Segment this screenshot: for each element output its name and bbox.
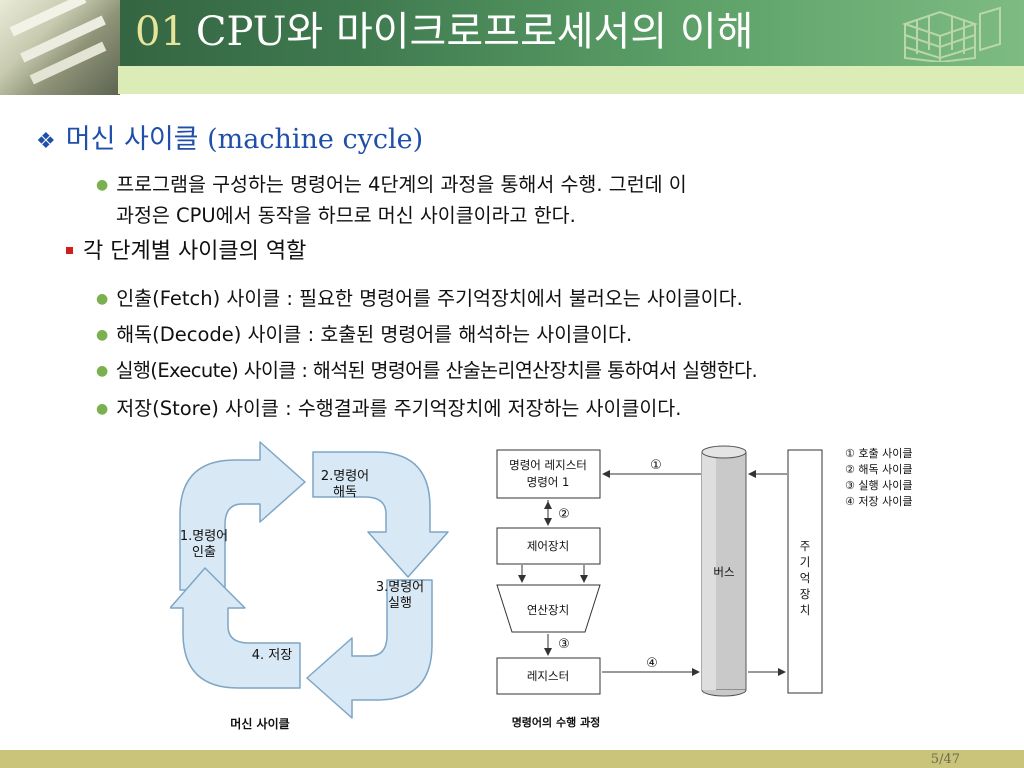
alu-box	[496, 584, 601, 633]
cycle-arrow-fetch	[179, 441, 306, 591]
role-decode: 해독(Decode) 사이클 : 호출된 명령어를 해석하는 사이클이다.	[116, 323, 633, 346]
intro-line-2: 과정은 CPU에서 동작을 하므로 머신 사이클이라고 한다.	[116, 204, 576, 227]
bullet-dot-icon: ●	[96, 291, 109, 307]
red-square-bullet-icon	[66, 247, 73, 254]
cycle-step-2-bottom: 해독	[333, 485, 357, 500]
header-sub-band	[118, 66, 1024, 94]
cycle-arrow-decode	[312, 451, 449, 578]
section-title-ko: 머신 사이클	[65, 124, 199, 155]
register-box	[496, 657, 601, 695]
legend-item-2: ② 해독 사이클	[845, 462, 912, 476]
bullet-dot-icon: ●	[96, 401, 109, 417]
footer-bar	[0, 750, 1024, 768]
bullet-dot-icon: ●	[96, 327, 109, 343]
marker-4: ④	[646, 656, 658, 671]
list-item: ● 실행(Execute) 사이클 : 해석된 명령어를 산술논리연산장치를 통하…	[96, 354, 758, 383]
control-unit-box	[496, 527, 601, 565]
intro-bullet-continued: 과정은 CPU에서 동작을 하므로 머신 사이클이라고 한다.	[116, 199, 576, 228]
bullet-dot-icon: ●	[96, 363, 108, 379]
machine-cycle-diagram: 1.명령어 인출 2.명령어 해독 3.명령어 실행 4. 저장 머신 사이클	[170, 441, 449, 731]
instruction-process-diagram: 명령어 레지스터 명령어 1 제어장치 연산장치 레지스터 버스 주 기 억 장…	[496, 445, 912, 729]
role-store: 저장(Store) 사이클 : 수행결과를 주기억장치에 저장하는 사이클이다.	[116, 397, 682, 420]
control-unit-label: 제어장치	[527, 539, 569, 553]
memory-label-4: 장	[800, 587, 811, 601]
keyboard-photo	[0, 0, 120, 95]
role-fetch: 인출(Fetch) 사이클 : 필요한 명령어를 주기억장치에서 불러오는 사이…	[116, 287, 743, 310]
cycle-diagram-caption: 머신 사이클	[230, 716, 289, 731]
legend-item-3: ③ 실행 사이클	[845, 479, 912, 492]
instruction-register-box	[496, 449, 601, 499]
title-bar	[0, 0, 1024, 66]
instruction-register-value: 명령어 1	[527, 475, 570, 489]
list-item: ● 저장(Store) 사이클 : 수행결과를 주기억장치에 저장하는 사이클이다…	[96, 392, 681, 421]
intro-line-1: 프로그램을 구성하는 명령어는 4단계의 과정을 통해서 수행. 그런데 이	[116, 173, 687, 196]
list-item: ● 인출(Fetch) 사이클 : 필요한 명령어를 주기억장치에서 불러오는 사…	[96, 282, 743, 311]
process-diagram-caption: 명령어의 수행 과정	[512, 715, 601, 729]
bus-label: 버스	[713, 565, 734, 579]
memory-box	[787, 449, 823, 694]
marker-2: ②	[558, 507, 570, 522]
cycle-step-1-bottom: 인출	[192, 545, 216, 560]
cycle-arrow-store	[170, 567, 301, 689]
memory-label-2: 기	[800, 555, 811, 569]
marker-3: ③	[558, 637, 570, 652]
diamond-bullet-icon: ❖	[36, 129, 56, 154]
legend-item-4: ④ 저장 사이클	[845, 495, 912, 508]
page-number: 5/47	[930, 752, 960, 767]
role-execute: 실행(Execute) 사이클 : 해석된 명령어를 산술논리연산장치를 통하여…	[115, 359, 758, 382]
roles-heading-text: 각 단계별 사이클의 역할	[83, 239, 307, 264]
intro-bullet: ● 프로그램을 구성하는 명령어는 4단계의 과정을 통해서 수행. 그런데 이	[96, 168, 687, 197]
memory-label-1: 주	[800, 539, 811, 553]
register-label: 레지스터	[527, 669, 569, 683]
memory-label-3: 억	[800, 571, 811, 585]
bullet-dot-icon: ●	[96, 177, 109, 193]
roles-heading: 각 단계별 사이클의 역할	[66, 233, 306, 265]
slide-title-text: CPU와 마이크로프로세서의 이해	[195, 9, 754, 55]
list-item: ● 해독(Decode) 사이클 : 호출된 명령어를 해석하는 사이클이다.	[96, 318, 632, 347]
section-title-en: (machine cycle)	[207, 124, 424, 155]
instruction-register-label: 명령어 레지스터	[509, 458, 587, 472]
memory-label-5: 치	[800, 603, 811, 617]
cycle-step-3-bottom: 실행	[388, 595, 412, 611]
cycle-step-3-top: 3.명령어	[376, 580, 424, 595]
slide-number: 01	[135, 9, 186, 55]
section-heading: ❖ 머신 사이클 (machine cycle)	[36, 117, 423, 156]
legend-item-1: ① 호출 사이클	[845, 447, 912, 460]
cycle-arrow-execute	[306, 579, 433, 719]
cube-decoration-icon	[901, 6, 1001, 62]
cycle-step-1-top: 1.명령어	[180, 529, 228, 544]
cycle-step-4-top: 4. 저장	[252, 648, 292, 663]
alu-label: 연산장치	[527, 603, 569, 617]
marker-1: ①	[650, 458, 662, 473]
cycle-step-2-top: 2.명령어	[321, 469, 369, 484]
